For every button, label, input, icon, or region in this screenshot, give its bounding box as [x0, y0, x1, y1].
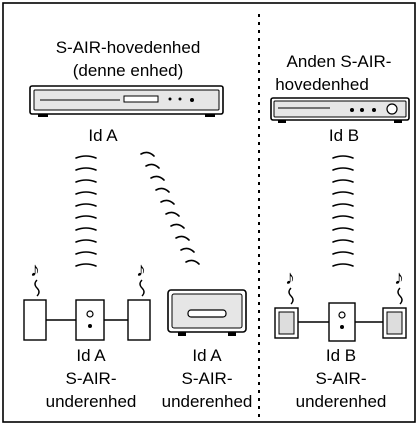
left-sub-id: Id A [76, 346, 106, 365]
right-sub-id: Id B [326, 346, 356, 365]
right-sub-line1: S-AIR- [316, 369, 367, 388]
receiver-icon [29, 85, 224, 117]
right-of-left-sub-id: Id A [192, 346, 222, 365]
wireless-wave-icon [75, 155, 97, 267]
music-note-icon: ♪ [394, 267, 404, 305]
left-main-id: Id A [88, 126, 118, 145]
speaker-icon [274, 307, 299, 339]
music-note-icon: ♪ [30, 259, 40, 297]
svg-text:♪: ♪ [394, 267, 404, 289]
speaker-icon [23, 299, 47, 341]
right-main-title-line1: Anden S-AIR- [287, 52, 392, 71]
right-main-title-line2: hovedenhed [275, 75, 369, 94]
left-main-title-line1: S-AIR-hovedenhed [56, 38, 201, 57]
left-sub-line2: underenhed [46, 392, 137, 411]
subwoofer-icon [75, 299, 105, 341]
svg-text:♪: ♪ [30, 259, 40, 281]
left-sub-line1: S-AIR- [66, 369, 117, 388]
wireless-wave-icon [332, 155, 354, 267]
music-note-icon: ♪ [285, 267, 295, 305]
svg-text:♪: ♪ [285, 267, 295, 289]
speaker-icon [127, 299, 151, 341]
subwoofer-icon [328, 302, 356, 342]
right-of-left-sub-line1: S-AIR- [182, 369, 233, 388]
svg-text:♪: ♪ [136, 259, 146, 281]
music-note-icon: ♪ [136, 259, 146, 297]
speaker-icon [382, 307, 407, 339]
left-main-title-line2: (denne enhed) [73, 61, 184, 80]
right-of-left-sub-line2: underenhed [162, 392, 253, 411]
right-main-id: Id B [329, 126, 359, 145]
right-sub-line2: underenhed [296, 392, 387, 411]
amplifier-icon [167, 289, 247, 336]
receiver-icon [270, 97, 410, 123]
wireless-wave-icon [140, 151, 200, 265]
